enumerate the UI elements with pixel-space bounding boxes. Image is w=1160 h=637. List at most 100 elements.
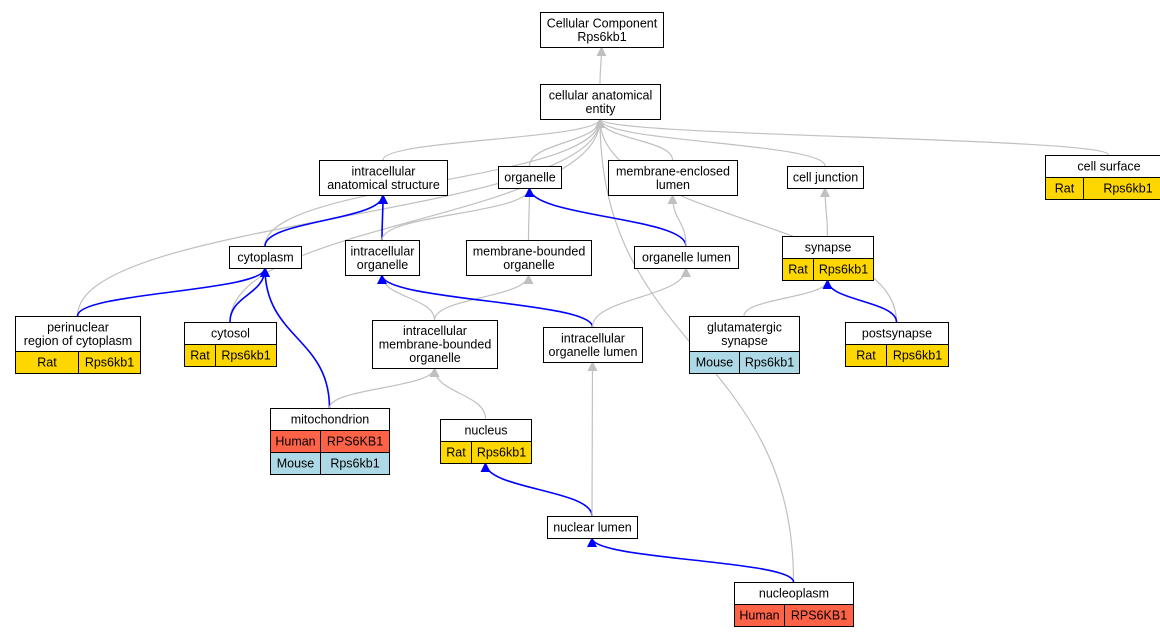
node-label-line: nucleoplasm bbox=[759, 587, 829, 601]
gene-label: Rps6kb1 bbox=[745, 356, 794, 370]
node-box bbox=[634, 246, 739, 269]
node-box bbox=[498, 166, 562, 189]
gene-label: Rps6kb1 bbox=[819, 263, 868, 277]
edge-cytosol-to-cae bbox=[229, 118, 605, 323]
node-box bbox=[547, 516, 638, 539]
mouse-gene-cell bbox=[739, 351, 800, 374]
gene-label: RPS6KB1 bbox=[791, 609, 847, 623]
edge-ol-to-org bbox=[524, 187, 687, 247]
edge-layer bbox=[76, 46, 1110, 583]
edge-nl-to-nuc bbox=[480, 462, 593, 517]
node-label-line: Rps6kb1 bbox=[577, 30, 626, 44]
edge-nuc-to-imbo bbox=[429, 367, 487, 420]
node-label-line: glutamatergic bbox=[707, 320, 782, 334]
species-label: Rat bbox=[37, 356, 57, 370]
edge-ps-to-syn bbox=[822, 279, 898, 323]
node-label-line: intracellular bbox=[403, 324, 467, 338]
node-label-line: cytosol bbox=[211, 327, 250, 341]
node-organelle-lumen[interactable]: organelle lumen bbox=[634, 246, 739, 269]
node-label-line: lumen bbox=[656, 178, 690, 192]
edge-iol-to-ol bbox=[591, 267, 691, 328]
node-label-line: nucleus bbox=[464, 424, 507, 438]
node-label-line: intracellular bbox=[351, 244, 415, 258]
gene-label: Rps6kb1 bbox=[893, 349, 942, 363]
node-box bbox=[608, 160, 738, 196]
species-label: Rat bbox=[446, 446, 466, 460]
node-box bbox=[543, 327, 643, 363]
gene-label: Rps6kb1 bbox=[85, 356, 134, 370]
node-label-line: nuclear lumen bbox=[553, 521, 632, 535]
node-nuclear-lumen[interactable]: nuclear lumen bbox=[547, 516, 638, 539]
node-label-line: organelle bbox=[504, 171, 555, 185]
gene-label: Rps6kb1 bbox=[1103, 182, 1152, 196]
gene-label: RPS6KB1 bbox=[327, 435, 383, 449]
edge-gs-to-syn bbox=[743, 279, 833, 317]
node-box bbox=[229, 246, 302, 269]
edge-cytosol-to-cyto bbox=[229, 267, 270, 323]
node-box bbox=[466, 240, 592, 276]
edge-mito-to-cyto bbox=[260, 267, 331, 409]
node-label-line: synapse bbox=[805, 241, 852, 255]
edge-imbo-to-mbo bbox=[433, 274, 534, 321]
node-box bbox=[540, 84, 661, 120]
mouse-gene-cell bbox=[320, 452, 390, 475]
node-box bbox=[787, 166, 864, 189]
node-box bbox=[15, 316, 141, 352]
rat-gene-cell bbox=[1083, 177, 1160, 200]
node-box bbox=[319, 160, 448, 196]
edge-ol-to-mel bbox=[667, 194, 687, 247]
node-label-line: anatomical structure bbox=[327, 178, 440, 192]
node-label-line: organelle bbox=[357, 258, 408, 272]
species-label: Rat bbox=[190, 349, 210, 363]
gene-label: Rps6kb1 bbox=[477, 446, 526, 460]
node-box bbox=[372, 320, 498, 369]
node-label-line: Cellular Component bbox=[547, 16, 658, 30]
node-label-line: region of cytoplasm bbox=[24, 334, 132, 348]
rat-gene-cell bbox=[886, 344, 949, 367]
node-label-line: membrane-bounded bbox=[473, 244, 586, 258]
node-label-line: synapse bbox=[721, 334, 768, 348]
edge-imbo-to-io bbox=[377, 274, 436, 321]
edge-prc-to-cyto bbox=[76, 267, 270, 317]
edge-cs-to-cae bbox=[595, 118, 1110, 156]
node-cell-junction[interactable]: cell junction bbox=[787, 166, 864, 189]
gene-label: Rps6kb1 bbox=[330, 457, 379, 471]
edge-cae-to-root bbox=[596, 46, 607, 85]
node-label-line: cellular anatomical bbox=[549, 88, 653, 102]
edge-io-to-ias bbox=[377, 194, 388, 241]
node-box bbox=[689, 316, 800, 352]
node-cytoplasm[interactable]: cytoplasm bbox=[229, 246, 302, 269]
edge-cyto-to-ias bbox=[264, 194, 388, 247]
human-gene-cell bbox=[784, 604, 854, 627]
node-organelle[interactable]: organelle bbox=[498, 166, 562, 189]
node-label-line: organelle lumen bbox=[549, 345, 638, 359]
edge-io-to-org bbox=[381, 187, 535, 241]
species-label: Rat bbox=[1055, 182, 1075, 196]
rat-gene-cell bbox=[215, 344, 277, 367]
gene-label: Rps6kb1 bbox=[221, 349, 270, 363]
edge-cj-to-cae bbox=[595, 118, 826, 167]
node-label-line: organelle lumen bbox=[642, 251, 731, 265]
edge-mel-to-cae bbox=[595, 118, 674, 161]
rat-gene-cell bbox=[471, 441, 532, 464]
edge-mito-to-imbo bbox=[328, 367, 440, 409]
